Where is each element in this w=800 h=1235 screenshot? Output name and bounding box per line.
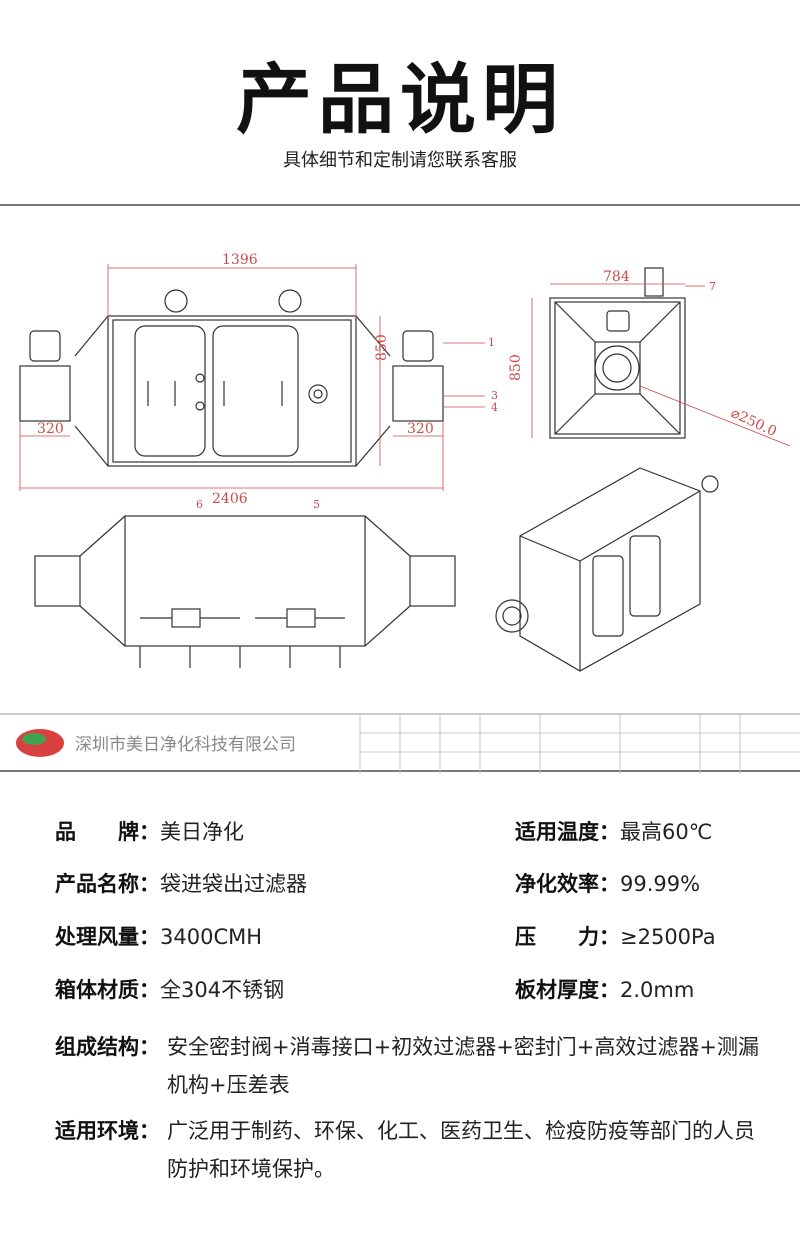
callout-5: 5: [313, 498, 320, 511]
spec-name-value: 袋进袋出过滤器: [160, 872, 307, 896]
callout-6: 6: [196, 498, 203, 511]
page-title: 产品说明: [236, 55, 564, 144]
spec-pressure-label: 压 力: [515, 925, 599, 949]
spec-material-value: 全304不锈钢: [160, 978, 285, 1002]
spec-brand-label: 品 牌: [55, 820, 139, 844]
spec-material: 箱体材质：全304不锈钢: [55, 978, 285, 1002]
spec-pressure-value: ≥2500Pa: [620, 925, 716, 949]
spec-environment-label: 适用环境：: [55, 1119, 160, 1143]
spec-efficiency-label: 净化效率: [515, 872, 599, 896]
spec-airflow: 处理风量：3400CMH: [55, 925, 263, 949]
dim-side-height: 850: [508, 354, 524, 381]
callout-4: 4: [491, 401, 498, 414]
technical-drawing: 1396 850 320 320 2406 784 850 ⌀250.0 1 3…: [0, 204, 800, 774]
spec-brand: 品 牌：美日净化: [55, 820, 244, 844]
spec-environment: 适用环境： 广泛用于制药、环保、化工、医药卫生、检疫防疫等部门的人员防护和环境保…: [55, 1112, 775, 1188]
top-view: [34, 515, 456, 668]
callout-1: 1: [488, 336, 495, 349]
spec-environment-value: 广泛用于制药、环保、化工、医药卫生、检疫防疫等部门的人员防护和环境保护。: [167, 1119, 755, 1181]
spec-airflow-label: 处理风量: [55, 925, 139, 949]
callout-3: 3: [491, 389, 498, 402]
front-view: [19, 289, 444, 467]
spec-material-label: 箱体材质: [55, 978, 139, 1002]
spec-temperature-label: 适用温度: [515, 820, 599, 844]
dim-flange-right: 320: [407, 421, 434, 437]
dim-total-length: 2406: [212, 491, 248, 507]
technical-drawing-svg: 1396 850 320 320 2406 784 850 ⌀250.0 1 3…: [0, 252, 800, 774]
spec-structure-label: 组成结构：: [55, 1035, 160, 1059]
spec-pressure: 压 力：≥2500Pa: [515, 925, 716, 949]
callout-7: 7: [709, 280, 716, 293]
spec-thickness: 板材厚度：2.0mm: [515, 978, 695, 1002]
spec-thickness-value: 2.0mm: [620, 978, 695, 1002]
spec-temperature-value: 最高60℃: [620, 820, 713, 844]
dim-diameter: ⌀250.0: [728, 405, 779, 440]
title-block: 深圳市美日净化科技有限公司: [0, 713, 800, 774]
spec-temperature: 适用温度：最高60℃: [515, 820, 713, 844]
page-subtitle: 具体细节和定制请您联系客服: [283, 150, 517, 171]
spec-name-label: 产品名称: [55, 872, 139, 896]
dim-height-left: 850: [374, 334, 390, 361]
spec-structure: 组成结构： 安全密封阀+消毒接口+初效过滤器+密封门+高效过滤器+测漏机构+压差…: [55, 1028, 775, 1104]
dim-side-width: 784: [603, 269, 630, 285]
spec-thickness-label: 板材厚度: [515, 978, 599, 1002]
company-name: 深圳市美日净化科技有限公司: [75, 735, 296, 755]
spec-brand-value: 美日净化: [160, 820, 244, 844]
dim-flange-left: 320: [37, 421, 64, 437]
spec-airflow-value: 3400CMH: [160, 925, 263, 949]
spec-name: 产品名称：袋进袋出过滤器: [55, 872, 307, 896]
spec-efficiency: 净化效率：99.99%: [515, 872, 701, 896]
logo-leaf-icon: [22, 733, 46, 745]
spec-efficiency-value: 99.99%: [620, 872, 701, 896]
isometric-view: [495, 467, 719, 672]
side-view: [549, 267, 686, 439]
spec-structure-value: 安全密封阀+消毒接口+初效过滤器+密封门+高效过滤器+测漏机构+压差表: [167, 1035, 759, 1097]
dim-width-top: 1396: [222, 252, 258, 268]
